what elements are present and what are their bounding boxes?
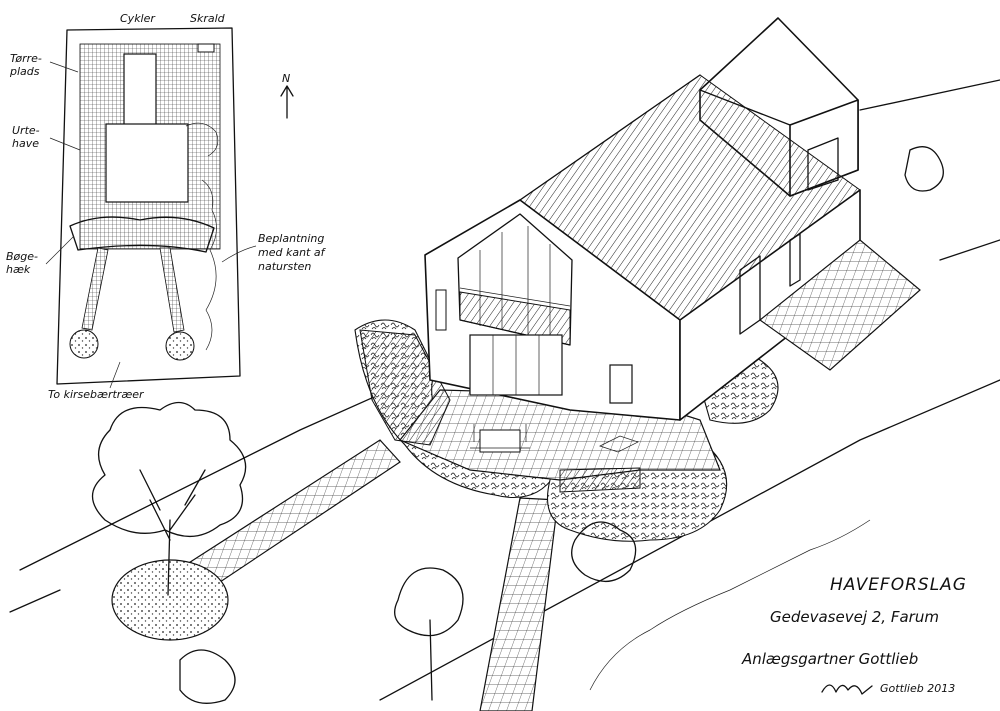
plan-path-left <box>81 247 109 331</box>
hedge-right <box>589 519 871 691</box>
label-urtehave-1: Urte- <box>12 124 40 137</box>
north-arrow: N <box>280 72 294 119</box>
label-torreplads-1: Tørre- <box>10 52 42 65</box>
label-beplantning-2: med kant af <box>258 246 327 259</box>
label-cykler: Cykler <box>120 12 156 25</box>
plan-hedge <box>201 179 217 351</box>
site-plan: Cykler Skrald N Tørre- plads Urte- have … <box>6 12 327 401</box>
tree-gravel-bed <box>111 559 229 641</box>
drawing-designer: Anlægsgartner Gottlieb <box>741 650 918 668</box>
plan-cherry-tree-right <box>165 331 195 361</box>
plot-boundary <box>56 27 241 385</box>
plan-path-right <box>159 247 185 333</box>
balcony-rail <box>459 291 571 346</box>
drawing-title: HAVEFORSLAG <box>830 575 967 595</box>
signature-scribble <box>821 684 873 695</box>
small-trees <box>179 146 944 704</box>
plan-planting <box>185 122 219 157</box>
north-arrow-label: N <box>282 72 290 85</box>
title-block: HAVEFORSLAG Gedevasevej 2, Farum Anlægsg… <box>741 575 967 695</box>
house <box>424 74 861 421</box>
wooden-deck <box>359 329 451 446</box>
label-torreplads-2: plads <box>9 65 40 78</box>
label-kirsebaer: To kirsebærtræer <box>48 388 145 401</box>
label-skrald: Skrald <box>190 12 226 25</box>
side-paving <box>759 239 921 371</box>
lawn-edge-top <box>859 79 1000 261</box>
terrace-steps <box>559 467 641 493</box>
plan-cherry-tree-left <box>69 329 99 359</box>
plan-terrace <box>69 216 215 253</box>
plan-bins <box>197 43 215 53</box>
lawn-edge-back <box>9 589 61 613</box>
perspective-view <box>9 17 1000 711</box>
house-footprint-north <box>123 53 157 127</box>
garden-furniture <box>470 424 639 453</box>
label-hedge-1: Bøge- <box>6 250 38 263</box>
cherry-tree <box>91 401 247 596</box>
main-path <box>479 497 559 711</box>
house-footprint-south <box>105 123 189 203</box>
label-beplantning-1: Beplantning <box>258 232 324 245</box>
label-urtehave-2: have <box>12 137 39 150</box>
drawing-address: Gedevasevej 2, Farum <box>770 608 939 626</box>
label-hedge-2: hæk <box>6 263 31 276</box>
label-beplantning-3: natursten <box>258 260 311 273</box>
signature: Gottlieb 2013 <box>880 682 955 695</box>
side-window <box>609 364 633 404</box>
